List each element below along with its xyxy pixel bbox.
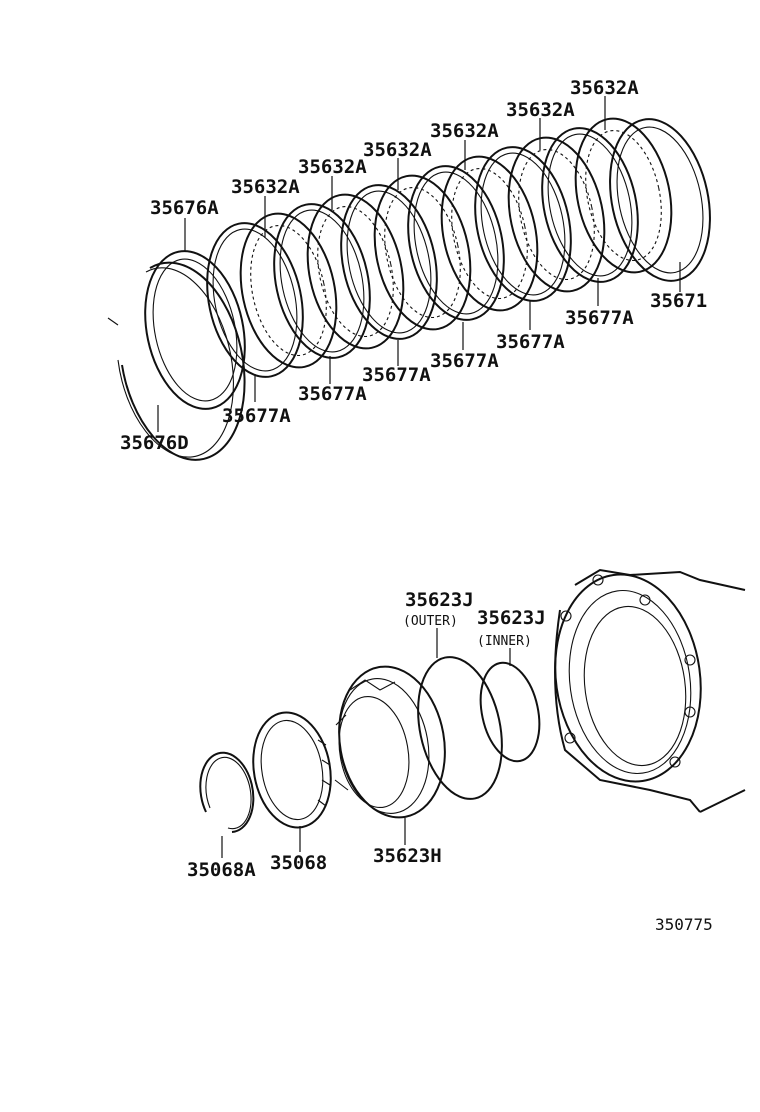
steel-plate bbox=[474, 146, 572, 302]
label-inner-note: (INNER) bbox=[477, 634, 532, 649]
friction-disc-teeth bbox=[317, 205, 394, 338]
steel-plate-inner-edge bbox=[279, 209, 365, 353]
steel-plate bbox=[407, 165, 505, 321]
steel-plate-inner-edge bbox=[346, 190, 432, 334]
upper-leader-lines bbox=[157, 96, 681, 432]
friction-disc-teeth bbox=[384, 186, 461, 319]
label-35632A: 35632A bbox=[231, 176, 300, 198]
reference-number: 350775 bbox=[655, 915, 713, 934]
label-35676D: 35676D bbox=[120, 432, 189, 454]
label-35623J-inner: 35623J bbox=[477, 607, 546, 629]
label-35677A: 35677A bbox=[496, 331, 565, 353]
lower-leader-lines bbox=[221, 628, 511, 858]
snap-ring-35676D-inner bbox=[117, 267, 234, 458]
label-35068A: 35068A bbox=[187, 859, 256, 881]
steel-plate bbox=[340, 184, 438, 340]
friction-disc-teeth bbox=[250, 224, 327, 357]
piston-35623H bbox=[334, 665, 446, 819]
friction-disc bbox=[574, 117, 673, 274]
friction-disc bbox=[306, 193, 405, 350]
steel-plate-inner-edge bbox=[413, 171, 499, 315]
snap-ring-gap bbox=[107, 317, 119, 326]
clutch-pack-assembly bbox=[206, 117, 673, 378]
label-35632A-top: 35632A bbox=[570, 77, 639, 99]
friction-disc-teeth bbox=[518, 148, 595, 281]
label-35068: 35068 bbox=[270, 852, 327, 874]
steel-plate bbox=[541, 127, 639, 283]
label-35623H: 35623H bbox=[373, 845, 442, 867]
label-35632A: 35632A bbox=[298, 156, 367, 178]
friction-disc bbox=[373, 174, 472, 331]
steel-plate bbox=[206, 222, 304, 378]
snap-ring-35676D bbox=[121, 261, 246, 461]
friction-disc bbox=[239, 212, 338, 369]
inner-seal-35623J bbox=[479, 661, 541, 763]
label-35632A: 35632A bbox=[506, 99, 575, 121]
label-35671: 35671 bbox=[650, 290, 707, 312]
label-35677A: 35677A bbox=[362, 364, 431, 386]
steel-plate-inner-edge bbox=[212, 228, 298, 372]
label-35632A: 35632A bbox=[363, 139, 432, 161]
flange-plate-35671 bbox=[609, 118, 711, 282]
friction-disc bbox=[507, 136, 606, 293]
label-outer-note: (OUTER) bbox=[403, 614, 458, 629]
friction-disc bbox=[440, 155, 539, 312]
label-35632A: 35632A bbox=[430, 120, 499, 142]
friction-disc-teeth bbox=[585, 129, 662, 262]
steel-plate-inner-edge bbox=[547, 133, 633, 277]
label-35677A: 35677A bbox=[430, 350, 499, 372]
label-35623J-outer: 35623J bbox=[405, 589, 474, 611]
steel-plate bbox=[273, 203, 371, 359]
upper-labels: 35632A 35632A 35632A 35632A 35632A 35632… bbox=[120, 77, 707, 454]
label-35677A: 35677A bbox=[298, 383, 367, 405]
spring-retainer-35068 bbox=[252, 711, 332, 829]
outer-seal-35623J bbox=[417, 656, 503, 800]
label-35676A: 35676A bbox=[150, 197, 219, 219]
lower-labels: 35623J (OUTER) 35623J (INNER) 35623H 350… bbox=[187, 589, 546, 881]
label-35677A: 35677A bbox=[222, 405, 291, 427]
transmission-case bbox=[554, 568, 746, 813]
snap-ring-35068A bbox=[199, 751, 255, 833]
friction-disc-teeth bbox=[451, 167, 528, 300]
label-35677A: 35677A bbox=[565, 307, 634, 329]
snap-ring-35068A-inner bbox=[205, 756, 252, 830]
pressure-plate-35676A bbox=[144, 250, 246, 410]
steel-plate-inner-edge bbox=[480, 152, 566, 296]
